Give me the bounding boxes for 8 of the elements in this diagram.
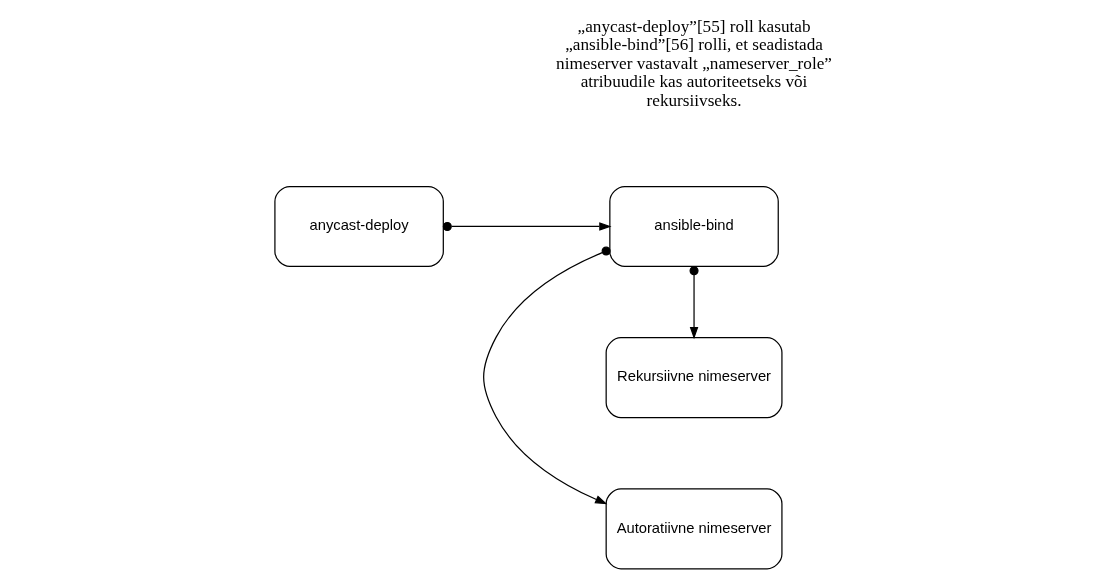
arrow (442, 221, 612, 231)
node-box: Rekursiivne nimeserver (605, 337, 783, 419)
arrow (689, 266, 699, 340)
node-box: Autoratiivne nimeserver (605, 488, 783, 570)
node-box: ansible-bind (609, 185, 779, 268)
node-box: anycast-deploy (274, 185, 444, 268)
label: „anycast-deploy”[55] roll kasutab „ansible-bind”[56] rolli, et seadistada nimeserver vastavalt „nameserver_role” atribuudile kas autoriteetseks või rekursiivseks. (556, 16, 832, 110)
arrow (483, 246, 611, 505)
